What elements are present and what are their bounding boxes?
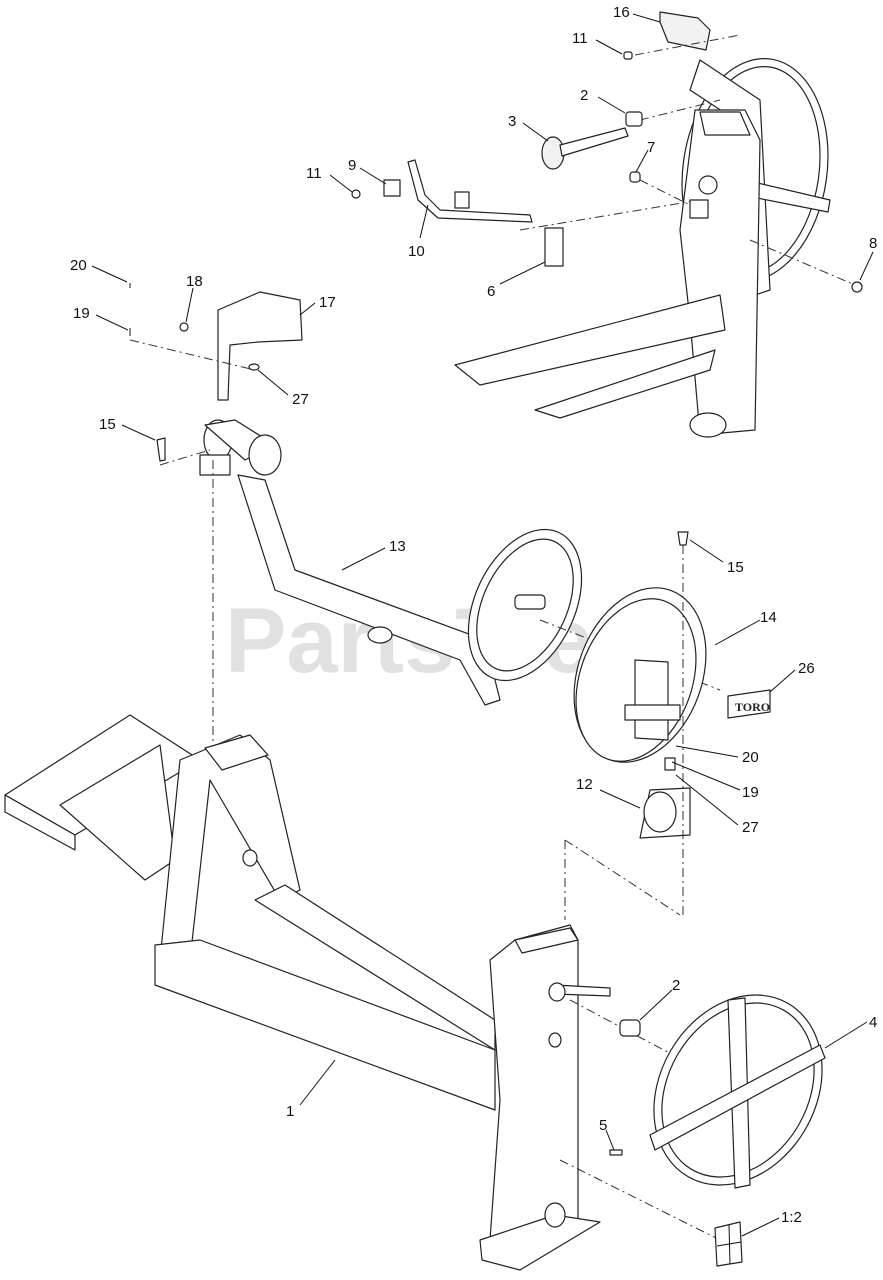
bushing-2-lower — [619, 1019, 641, 1037]
callout-27-right: 27 — [742, 819, 759, 836]
callout-27-left: 27 — [292, 391, 309, 408]
callout-17: 17 — [319, 294, 336, 311]
pin-7 — [629, 171, 641, 183]
callout-8: 8 — [869, 235, 877, 252]
bolt-15-left — [156, 437, 166, 462]
badge-26: TORO — [727, 689, 771, 719]
bracket-9b — [454, 191, 470, 209]
callout-4: 4 — [869, 1014, 877, 1031]
callout-1-2: 1:2 — [781, 1209, 802, 1226]
callout-13: 13 — [389, 538, 406, 555]
callout-5: 5 — [599, 1117, 607, 1134]
nut-8 — [851, 281, 863, 293]
callout-9: 9 — [348, 157, 356, 174]
callout-26: 26 — [798, 660, 815, 677]
callout-19-right: 19 — [742, 784, 759, 801]
callout-10: 10 — [408, 243, 425, 260]
callout-11-upper: 11 — [572, 30, 588, 47]
upper-hardware — [351, 51, 863, 293]
nut-11-left — [351, 189, 361, 199]
callout-14: 14 — [760, 609, 777, 626]
bolt-15-right — [677, 531, 689, 546]
callout-16: 16 — [613, 4, 630, 21]
lever-10 — [407, 159, 533, 223]
upper-handwheel-assembly — [454, 11, 856, 438]
gear-3 — [541, 127, 629, 170]
callout-6: 6 — [487, 283, 495, 300]
bracket-9 — [383, 179, 401, 197]
callout-3: 3 — [508, 113, 516, 130]
callout-15-left: 15 — [99, 416, 116, 433]
callout-19-left: 19 — [73, 305, 90, 322]
badge-text: TORO — [735, 700, 770, 714]
leader-lines — [91, 13, 874, 1237]
arm-assembly — [129, 291, 721, 760]
arm-13 — [237, 474, 501, 706]
callout-20-left: 20 — [70, 257, 87, 274]
callout-1: 1 — [286, 1103, 294, 1120]
callout-12: 12 — [576, 776, 593, 793]
middle-hardware — [129, 283, 260, 462]
guard-17 — [217, 291, 303, 401]
lower-handwheel-4 — [609, 994, 826, 1267]
callout-labels: 16 11 2 3 7 9 11 10 8 6 20 18 17 19 27 1… — [70, 4, 877, 1226]
callout-11-left: 11 — [306, 165, 322, 182]
clamp — [689, 199, 709, 219]
plate-6 — [544, 227, 564, 267]
callout-15-right: 15 — [727, 559, 744, 576]
callout-2-upper: 2 — [580, 87, 588, 104]
callout-18: 18 — [186, 273, 203, 290]
bushing-2-upper — [625, 111, 643, 127]
shield-assembly: TORO — [564, 531, 771, 920]
callout-7: 7 — [647, 139, 655, 156]
main-frame — [4, 714, 721, 1271]
nut-11-upper — [623, 51, 633, 60]
callout-2-lower: 2 — [672, 977, 680, 994]
pin-5 — [609, 1149, 623, 1156]
callout-20-right: 20 — [742, 749, 759, 766]
